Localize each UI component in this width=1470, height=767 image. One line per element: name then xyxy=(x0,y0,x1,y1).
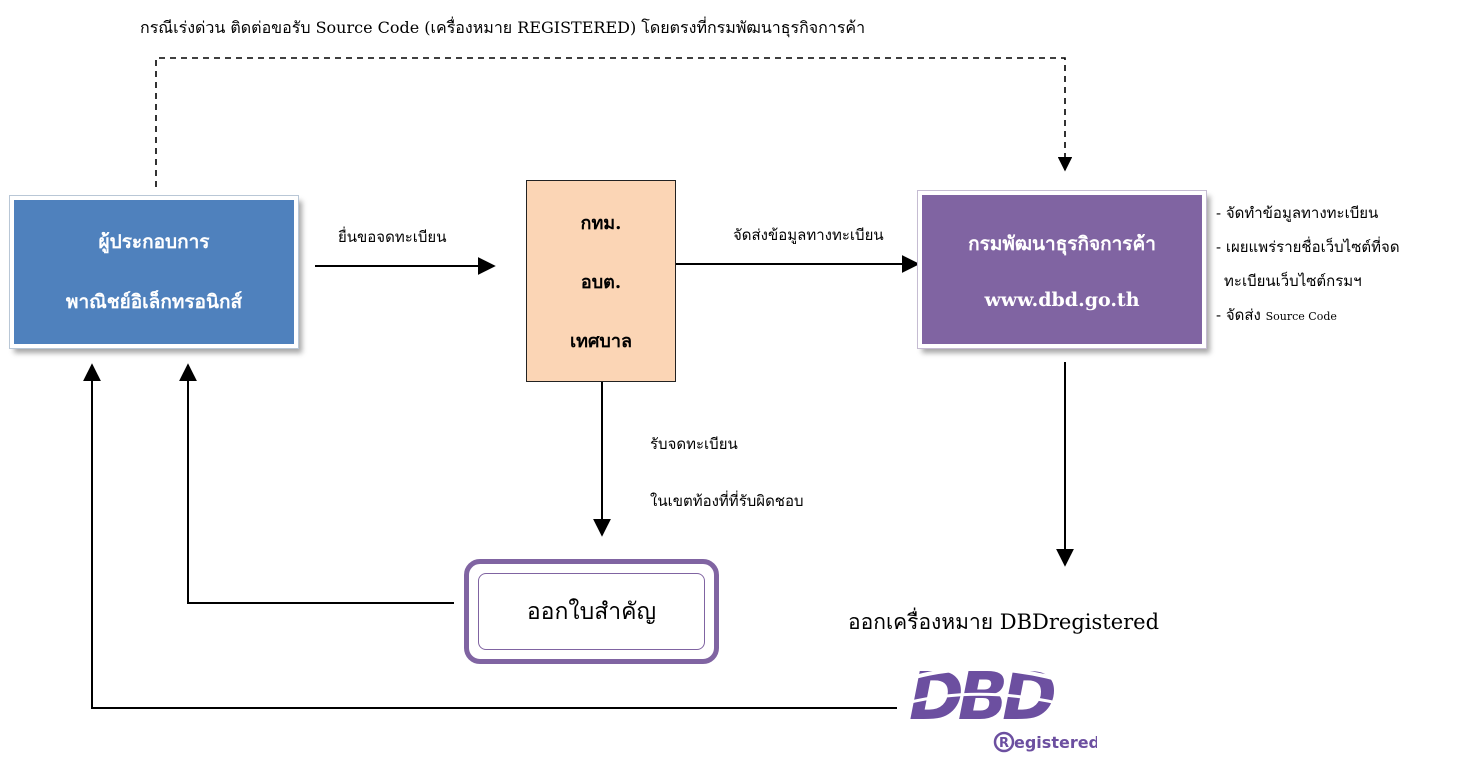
local-office-line3: เทศบาล xyxy=(569,330,632,352)
urgent-dashed-arrow xyxy=(155,57,1073,187)
local-office-node: กทม. อบต. เทศบาล xyxy=(526,180,676,382)
entrepreneur-node: ผู้ประกอบการ พาณิชย์อิเล็กทรอนิกส์ xyxy=(10,196,298,348)
entrepreneur-line1: ผู้ประกอบการ xyxy=(98,231,210,253)
certificate-label: ออกใบสำคัญ xyxy=(478,573,705,650)
entrepreneur-line2: พาณิชย์อิเล็กทรอนิกส์ xyxy=(65,291,243,313)
svg-text:egistered: egistered xyxy=(1014,733,1097,752)
receive-label-line1: รับจดทะเบียน xyxy=(650,435,738,453)
local-office-line1: กทม. xyxy=(580,212,622,234)
local-office-line2: อบต. xyxy=(580,271,622,293)
certificate-node xyxy=(464,559,719,664)
dbd-task-3: - จัดส่ง Source Code xyxy=(1216,298,1400,334)
send-data-label: จัดส่งข้อมูลทางทะเบียน xyxy=(733,226,884,244)
svg-text:R: R xyxy=(999,736,1009,751)
dbd-task-2b: ทะเบียนเว็บไซต์กรมฯ xyxy=(1224,272,1362,290)
dbd-task-2a: - เผยแพร่รายชื่อเว็บไซต์ที่จด xyxy=(1216,238,1400,256)
dbd-registered-logo: DBD R egistered xyxy=(897,647,1100,762)
dbd-node: กรมพัฒนาธุรกิจการค้า www.dbd.go.th xyxy=(918,191,1206,348)
apply-label: ยื่นขอจดทะเบียน xyxy=(338,228,447,246)
dbd-task-1: - จัดทำข้อมูลทางทะเบียน xyxy=(1216,204,1379,222)
dbd-task-3-suffix: Source Code xyxy=(1265,310,1337,323)
logo-return-arrow xyxy=(83,363,897,709)
urgent-note: กรณีเร่งด่วน ติดต่อขอรับ Source Code (เค… xyxy=(140,18,866,37)
dbd-task-3-prefix: - จัดส่ง xyxy=(1216,306,1261,324)
dbd-url: www.dbd.go.th xyxy=(984,288,1140,311)
dbd-logo-icon: DBD R egistered xyxy=(906,658,1100,753)
dbd-task-list: - จัดทำข้อมูลทางทะเบียน - เผยแพร่รายชื่อ… xyxy=(1216,196,1400,334)
receive-label-line2: ในเขตท้องที่ที่รับผิดชอบ xyxy=(650,492,804,510)
dbd-line1: กรมพัฒนาธุรกิจการค้า xyxy=(968,232,1156,255)
issue-mark-text: ออกเครื่องหมาย DBDregistered xyxy=(848,610,1160,634)
certificate-return-arrow xyxy=(179,363,454,604)
